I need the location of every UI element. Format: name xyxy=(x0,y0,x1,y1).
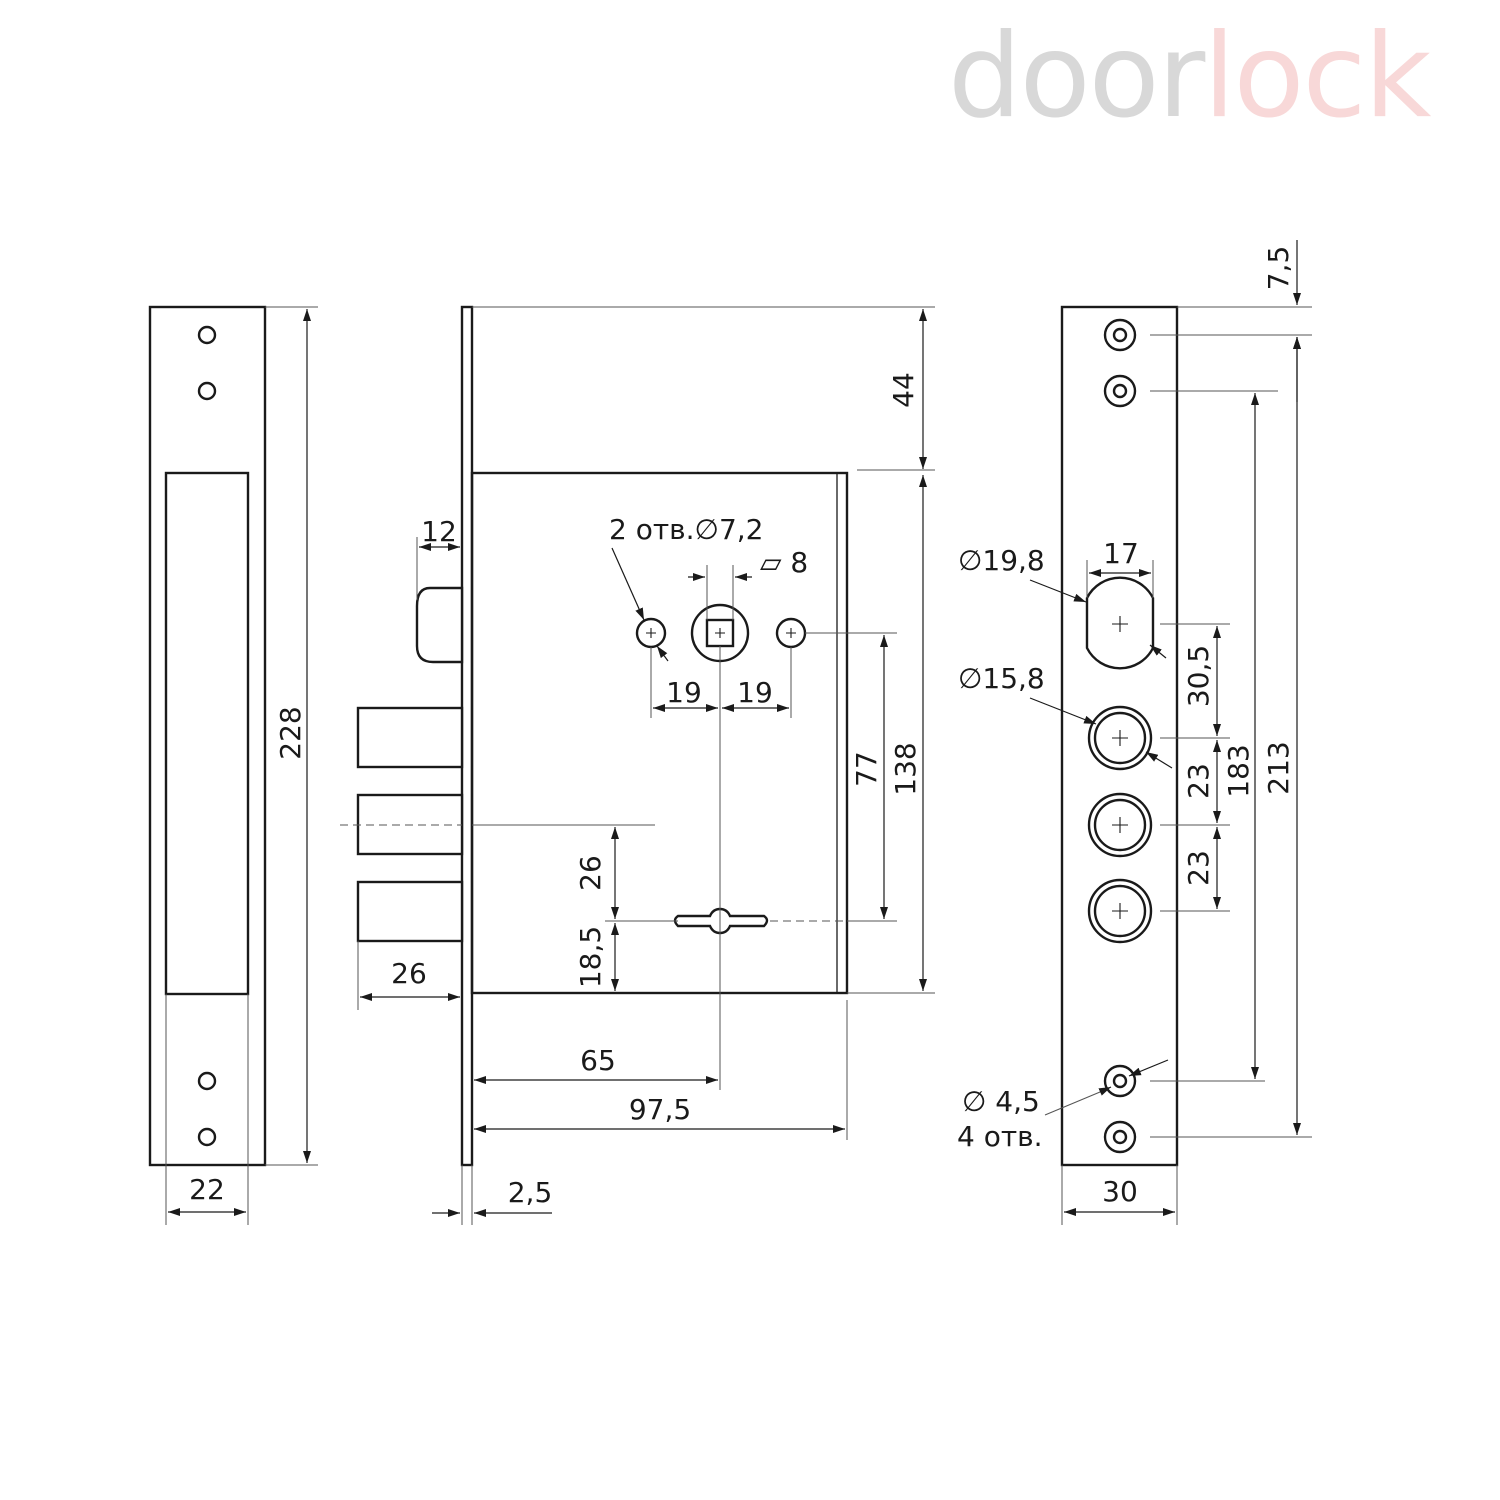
dim-strike-height-label: 228 xyxy=(274,706,307,759)
bolt-diameter-label: ∅15,8 xyxy=(958,662,1045,695)
dim-spacing-1-label: 30,5 xyxy=(1182,645,1215,707)
bolt-opening xyxy=(1087,878,1153,944)
logo-part-door: door xyxy=(948,9,1205,144)
dim-handle-right-label: 19 xyxy=(737,676,773,709)
dim-inner-hole-span-label: 183 xyxy=(1222,744,1255,797)
dim-spacing-2-label: 23 xyxy=(1182,763,1215,799)
strike-screw-hole xyxy=(197,1127,217,1147)
lock-case xyxy=(470,471,849,995)
strike-plate-view: 228 22 xyxy=(148,305,318,1225)
dim-key-to-bottom-label: 18,5 xyxy=(574,926,607,988)
strike-screw-hole xyxy=(197,325,217,345)
dim-strike-width-label: 22 xyxy=(189,1173,225,1206)
dim-latch-opening-width-label: 17 xyxy=(1103,537,1139,570)
screw-hole-count-label: 4 отв. xyxy=(957,1120,1043,1153)
dim-backset-label: 65 xyxy=(580,1044,616,1077)
dim-faceplate-thickness-label: 2,5 xyxy=(508,1176,553,1209)
dim-outer-hole-span-label: 213 xyxy=(1262,741,1295,794)
dim-bolt-to-key-label: 26 xyxy=(574,855,607,891)
logo-part-lock: lock xyxy=(1203,9,1431,144)
dim-top-offset-right-label: 7,5 xyxy=(1262,246,1295,291)
keyhole xyxy=(673,907,769,935)
dim-faceplate-width-label: 30 xyxy=(1102,1175,1138,1208)
strike-plate-outline xyxy=(148,305,267,1167)
dim-case-height-label: 138 xyxy=(889,742,922,795)
screw-hole-diameter-label: ∅ 4,5 xyxy=(962,1085,1040,1118)
strike-screw-hole xyxy=(197,1071,217,1091)
latch-diameter-label: ∅19,8 xyxy=(958,544,1045,577)
strike-screw-hole xyxy=(197,381,217,401)
dead-bolt xyxy=(356,706,464,769)
dim-latch-width-label: 12 xyxy=(421,515,457,548)
latch-bolt xyxy=(415,586,464,664)
faceplate-side xyxy=(460,305,474,1167)
dim-case-depth-label: 97,5 xyxy=(629,1093,691,1126)
faceplate-screw-hole xyxy=(1103,1120,1137,1154)
dim-bolt-length-label: 26 xyxy=(391,957,427,990)
spindle-square-note: ⏥ 8 xyxy=(760,546,808,579)
faceplate-screw-hole xyxy=(1103,318,1137,352)
dim-spacing-3-label: 23 xyxy=(1182,850,1215,886)
bolt-opening xyxy=(1087,705,1153,771)
lock-body-view: 44 138 77 12 2 отв.∅7,2 ⏥ 8 19 19 26 xyxy=(340,305,935,1225)
bolt-opening xyxy=(1087,792,1153,858)
faceplate-view: 7,5 213 183 30,5 23 23 17 ∅19,8 ∅15,8 ∅ … xyxy=(957,240,1312,1225)
dim-handle-left-label: 19 xyxy=(666,676,702,709)
strike-plate-opening xyxy=(164,471,250,996)
faceplate-screw-hole xyxy=(1103,1064,1137,1098)
faceplate-screw-hole xyxy=(1103,374,1137,408)
dim-top-offset-label: 44 xyxy=(887,372,920,408)
doorlock-logo: doorlock xyxy=(948,9,1431,144)
handle-holes-note: 2 отв.∅7,2 xyxy=(609,513,763,546)
dim-handle-to-key-label: 77 xyxy=(850,751,883,787)
faceplate-outline xyxy=(1060,305,1179,1167)
dead-bolt xyxy=(356,880,464,943)
